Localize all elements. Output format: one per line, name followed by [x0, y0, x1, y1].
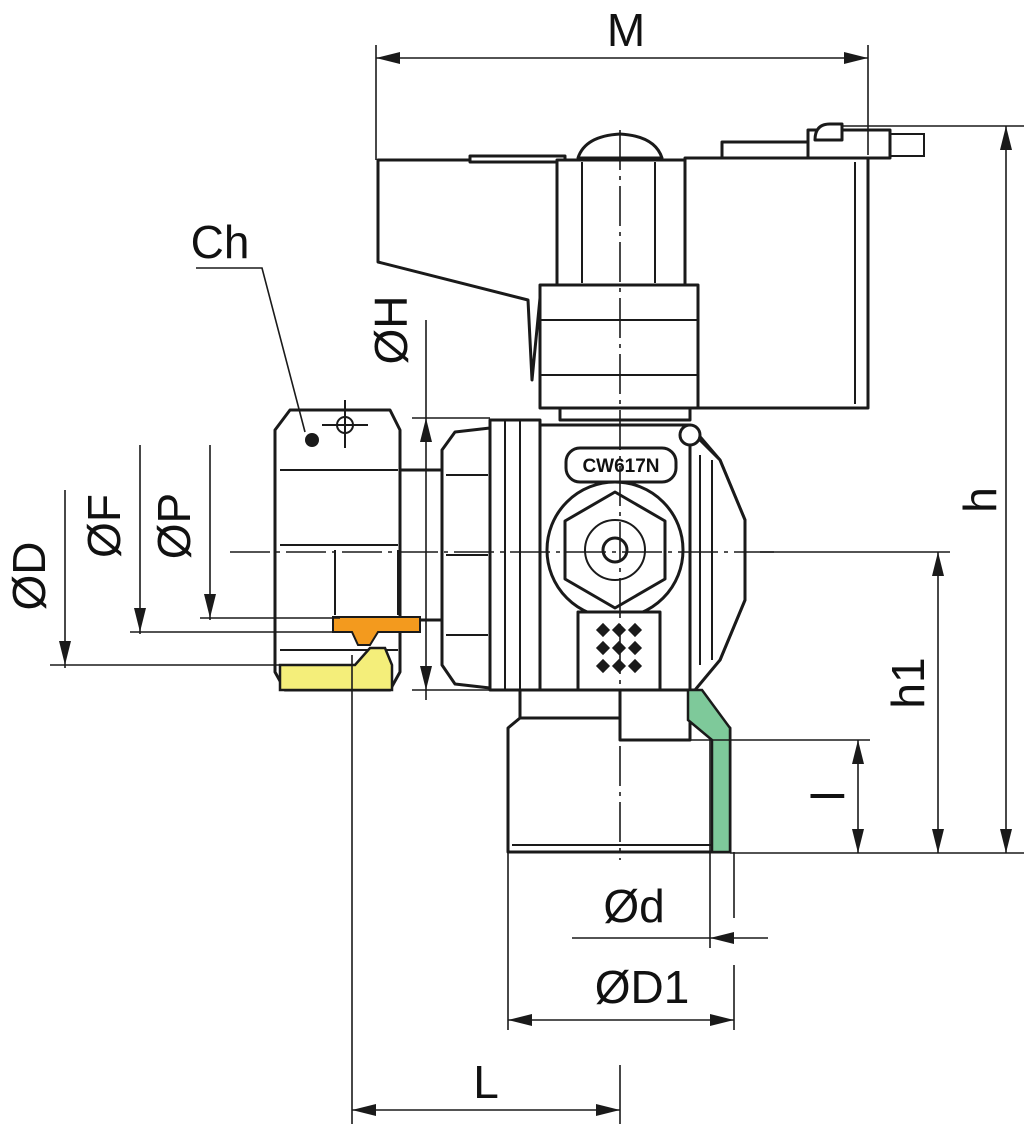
label-M: M: [607, 4, 645, 56]
body-marking: CW617N: [582, 456, 659, 477]
dimension-l: l: [690, 739, 870, 853]
dimension-D1: ØD1: [507, 852, 735, 1030]
stem-nut: [538, 132, 700, 422]
dimension-d: Ød: [572, 740, 768, 948]
label-d: Ød: [603, 880, 664, 932]
label-F: ØF: [78, 494, 130, 558]
label-l: l: [802, 791, 854, 801]
dimension-D: ØD: [3, 490, 285, 668]
set-screw-dot-icon: [305, 433, 319, 447]
label-D: ØD: [3, 542, 55, 611]
label-L: L: [473, 1056, 499, 1108]
dimension-F: ØF: [78, 445, 340, 634]
union-nut: [273, 400, 447, 692]
dimension-h: h: [730, 125, 1024, 854]
sealing-ring: [278, 646, 394, 692]
label-P: ØP: [148, 493, 200, 559]
label-H: ØH: [365, 296, 417, 365]
dimension-h1: h1: [760, 551, 950, 853]
dimension-M: M: [375, 4, 869, 160]
handle-lever: [376, 122, 925, 410]
bottom-outlet: [506, 688, 732, 854]
dimension-P: ØP: [148, 445, 340, 620]
hex-connector: [440, 418, 542, 692]
dimension-H: ØH: [365, 296, 490, 700]
dimension-L: L: [351, 655, 621, 1124]
seal-thread: [686, 688, 732, 854]
label-D1: ØD1: [595, 961, 690, 1013]
dimension-Ch: Ch: [191, 216, 306, 433]
label-Ch: Ch: [191, 216, 250, 268]
label-h: h: [954, 487, 1006, 513]
label-h1: h1: [882, 657, 934, 708]
